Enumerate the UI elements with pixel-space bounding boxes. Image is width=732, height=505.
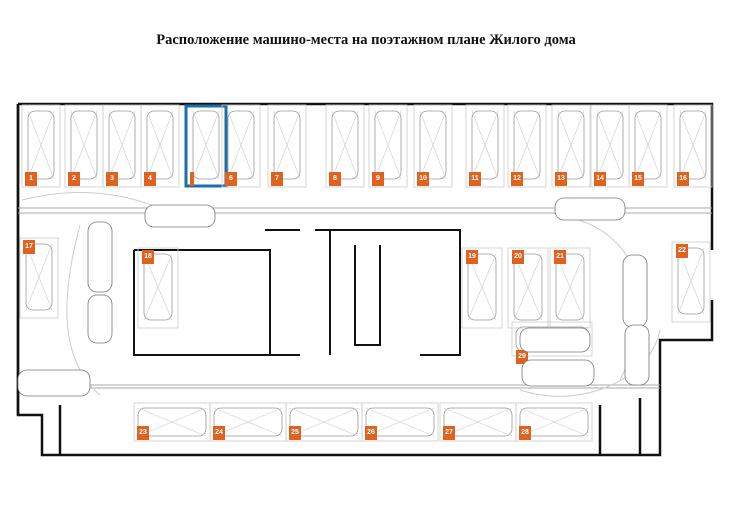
spot-number-label: 23 [137,426,149,440]
parking-spot-18[interactable]: 18 [137,247,179,329]
svg-text:22: 22 [678,247,686,254]
svg-text:14: 14 [596,175,604,182]
parking-spot-15[interactable]: 15 [628,104,668,188]
svg-text:2: 2 [72,175,76,182]
spot-number-label: 3 [106,172,118,186]
parking-spot-9[interactable]: 9 [368,104,408,188]
parking-spot-26[interactable]: 26 [361,402,439,442]
parking-spot-16[interactable]: 16 [673,104,713,188]
walls [16,102,714,457]
parking-spot-2[interactable]: 2 [64,104,104,188]
svg-text:21: 21 [556,253,564,260]
svg-text:10: 10 [419,175,427,182]
svg-text:15: 15 [634,175,642,182]
svg-text:7: 7 [275,175,279,182]
parking-spot-12[interactable]: 12 [507,104,547,188]
svg-text:24: 24 [215,429,223,436]
spot-number-label: 27 [443,426,455,440]
parking-spot-28[interactable]: 28 [515,402,593,442]
parking-spot-10[interactable]: 10 [413,104,453,188]
svg-text:19: 19 [468,253,476,260]
parking-spot-13[interactable]: 13 [551,104,591,188]
spot-number-label: 24 [213,426,225,440]
parking-spot-27[interactable]: 27 [439,402,517,442]
maneuvering-cars [17,197,650,397]
parking-spot-19[interactable]: 19 [461,247,503,329]
svg-text:4: 4 [148,175,152,182]
parking-spot-6[interactable]: 6 [221,104,261,188]
spot-number-label: 21 [554,250,566,264]
parking-spot-8[interactable]: 8 [325,104,365,188]
spot-number-label: 4 [144,172,156,186]
spot-number-label: 17 [23,240,35,254]
parking-spot-23[interactable]: 23 [133,402,211,442]
spot-number-label: 20 [512,250,524,264]
parking-spot-5[interactable] [184,104,228,188]
spot-number-label: 13 [555,172,567,186]
svg-text:26: 26 [367,429,375,436]
svg-text:8: 8 [333,175,337,182]
highlighted-spot-frame [184,104,228,188]
spot-number-label: 6 [225,172,237,186]
svg-text:3: 3 [110,175,114,182]
parking-spot-20[interactable]: 20 [507,247,549,329]
spot-number-label: 2 [68,172,80,186]
spot-number-label: 28 [519,426,531,440]
parking-spot-3[interactable]: 3 [102,104,142,188]
spot-number-label: 12 [511,172,523,186]
parking-spot-21[interactable]: 21 [549,247,591,329]
spot-number-label: 15 [632,172,644,186]
svg-text:1: 1 [29,175,33,182]
parking-spot-17[interactable]: 17 [19,237,59,319]
parking-spot-22[interactable]: 22 [671,241,711,323]
spot-number-label: 14 [594,172,606,186]
svg-text:20: 20 [514,253,522,260]
parking-spot-11[interactable]: 11 [465,104,505,188]
spot-number-label: 18 [142,250,154,264]
spot-number-label: 16 [677,172,689,186]
driving-lanes [18,192,712,397]
spot-number-label: 9 [372,172,384,186]
svg-text:29: 29 [518,353,526,360]
spot-number-label: 10 [417,172,429,186]
parking-spot-7[interactable]: 7 [267,104,307,188]
parking-spot-24[interactable]: 24 [209,402,287,442]
svg-text:6: 6 [229,175,233,182]
svg-text:16: 16 [679,175,687,182]
svg-text:28: 28 [521,429,529,436]
svg-text:23: 23 [139,429,147,436]
svg-text:12: 12 [513,175,521,182]
spot-number-label: 7 [271,172,283,186]
plan-title: Расположение машино-места на поэтажном п… [156,32,576,48]
svg-text:18: 18 [144,253,152,260]
parking-spot-1[interactable]: 1 [21,104,61,188]
svg-text:27: 27 [445,429,453,436]
spot-number-label: 29 [516,350,528,364]
svg-text:13: 13 [557,175,565,182]
svg-text:9: 9 [376,175,380,182]
svg-text:11: 11 [471,175,479,182]
spot-number-label: 19 [466,250,478,264]
parking-spot-4[interactable]: 4 [140,104,180,188]
parking-spot-25[interactable]: 25 [285,402,363,442]
spot-number-label: 26 [365,426,377,440]
svg-text:25: 25 [291,429,299,436]
spot-number-label [190,172,194,186]
parking-spot-14[interactable]: 14 [590,104,630,188]
spot-number-label: 25 [289,426,301,440]
svg-text:17: 17 [25,243,33,250]
spot-number-label: 11 [469,172,481,186]
spot-number-label: 22 [676,244,688,258]
spot-number-label: 8 [329,172,341,186]
spot-number-label: 1 [25,172,37,186]
